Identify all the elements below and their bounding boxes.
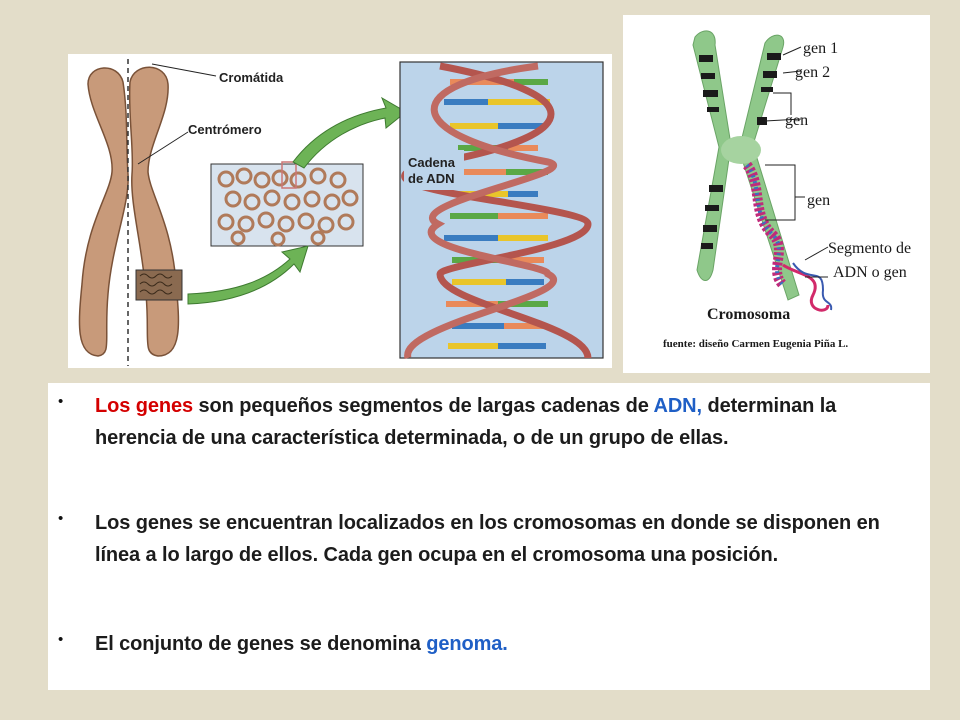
chromosome-genes-illustration: gen 1 gen 2 gen gen Segmento de ADN o ge… [663, 30, 911, 350]
highlight-adn: ADN, [653, 395, 703, 417]
chromatin-inset [210, 161, 364, 247]
segment-label-line1: Segmento de [828, 240, 911, 257]
highlight-genoma: genoma. [426, 633, 508, 655]
bullet-text: Los genes son pequeños segmentos de larg… [95, 391, 910, 454]
bullet-marker: • [58, 510, 64, 527]
gene2-label: gen 2 [795, 64, 830, 81]
chromosome-label: Cromosoma [707, 306, 790, 323]
bullet-marker: • [58, 393, 64, 410]
chromosome-drawing [78, 59, 183, 366]
dna-chain-label-line1: Cadena [408, 155, 456, 170]
segment-label-line2: ADN o gen [833, 264, 907, 281]
bullet-marker: • [58, 631, 64, 648]
text-run: El conjunto de genes se denomina [95, 633, 427, 655]
highlight-genes: Los genes [95, 395, 194, 417]
dna-helix-inset: Cadena de ADN [399, 61, 604, 359]
gene-label-upper: gen [785, 112, 808, 129]
chromatid-label: Cromátida [219, 70, 284, 85]
figure-credit: fuente: diseño Carmen Eugenia Piña L. [663, 338, 848, 350]
gene-label-lower: gen [807, 192, 830, 209]
text-run: determinan la herencia de una caracterís… [95, 395, 837, 449]
dna-chain-label-line2: de ADN [408, 171, 454, 186]
text-run: son pequeños segmentos de largas cadenas… [193, 395, 654, 417]
centromere-label: Centrómero [188, 122, 262, 137]
bullet-text: El conjunto de genes se denomina genoma. [95, 629, 910, 661]
bullet-text: Los genes se encuentran localizados en l… [95, 512, 880, 566]
chromosome-dna-figure: Cromátida Centrómero [68, 54, 612, 368]
bullet-text-box: • Los genes son pequeños segmentos de la… [48, 383, 930, 690]
chromosome-dna-illustration: Cromátida Centrómero [78, 59, 604, 366]
chromosome-genes-figure: gen 1 gen 2 gen gen Segmento de ADN o ge… [623, 15, 930, 373]
gene1-label: gen 1 [803, 40, 838, 57]
chromosome-x-drawing [692, 30, 833, 312]
